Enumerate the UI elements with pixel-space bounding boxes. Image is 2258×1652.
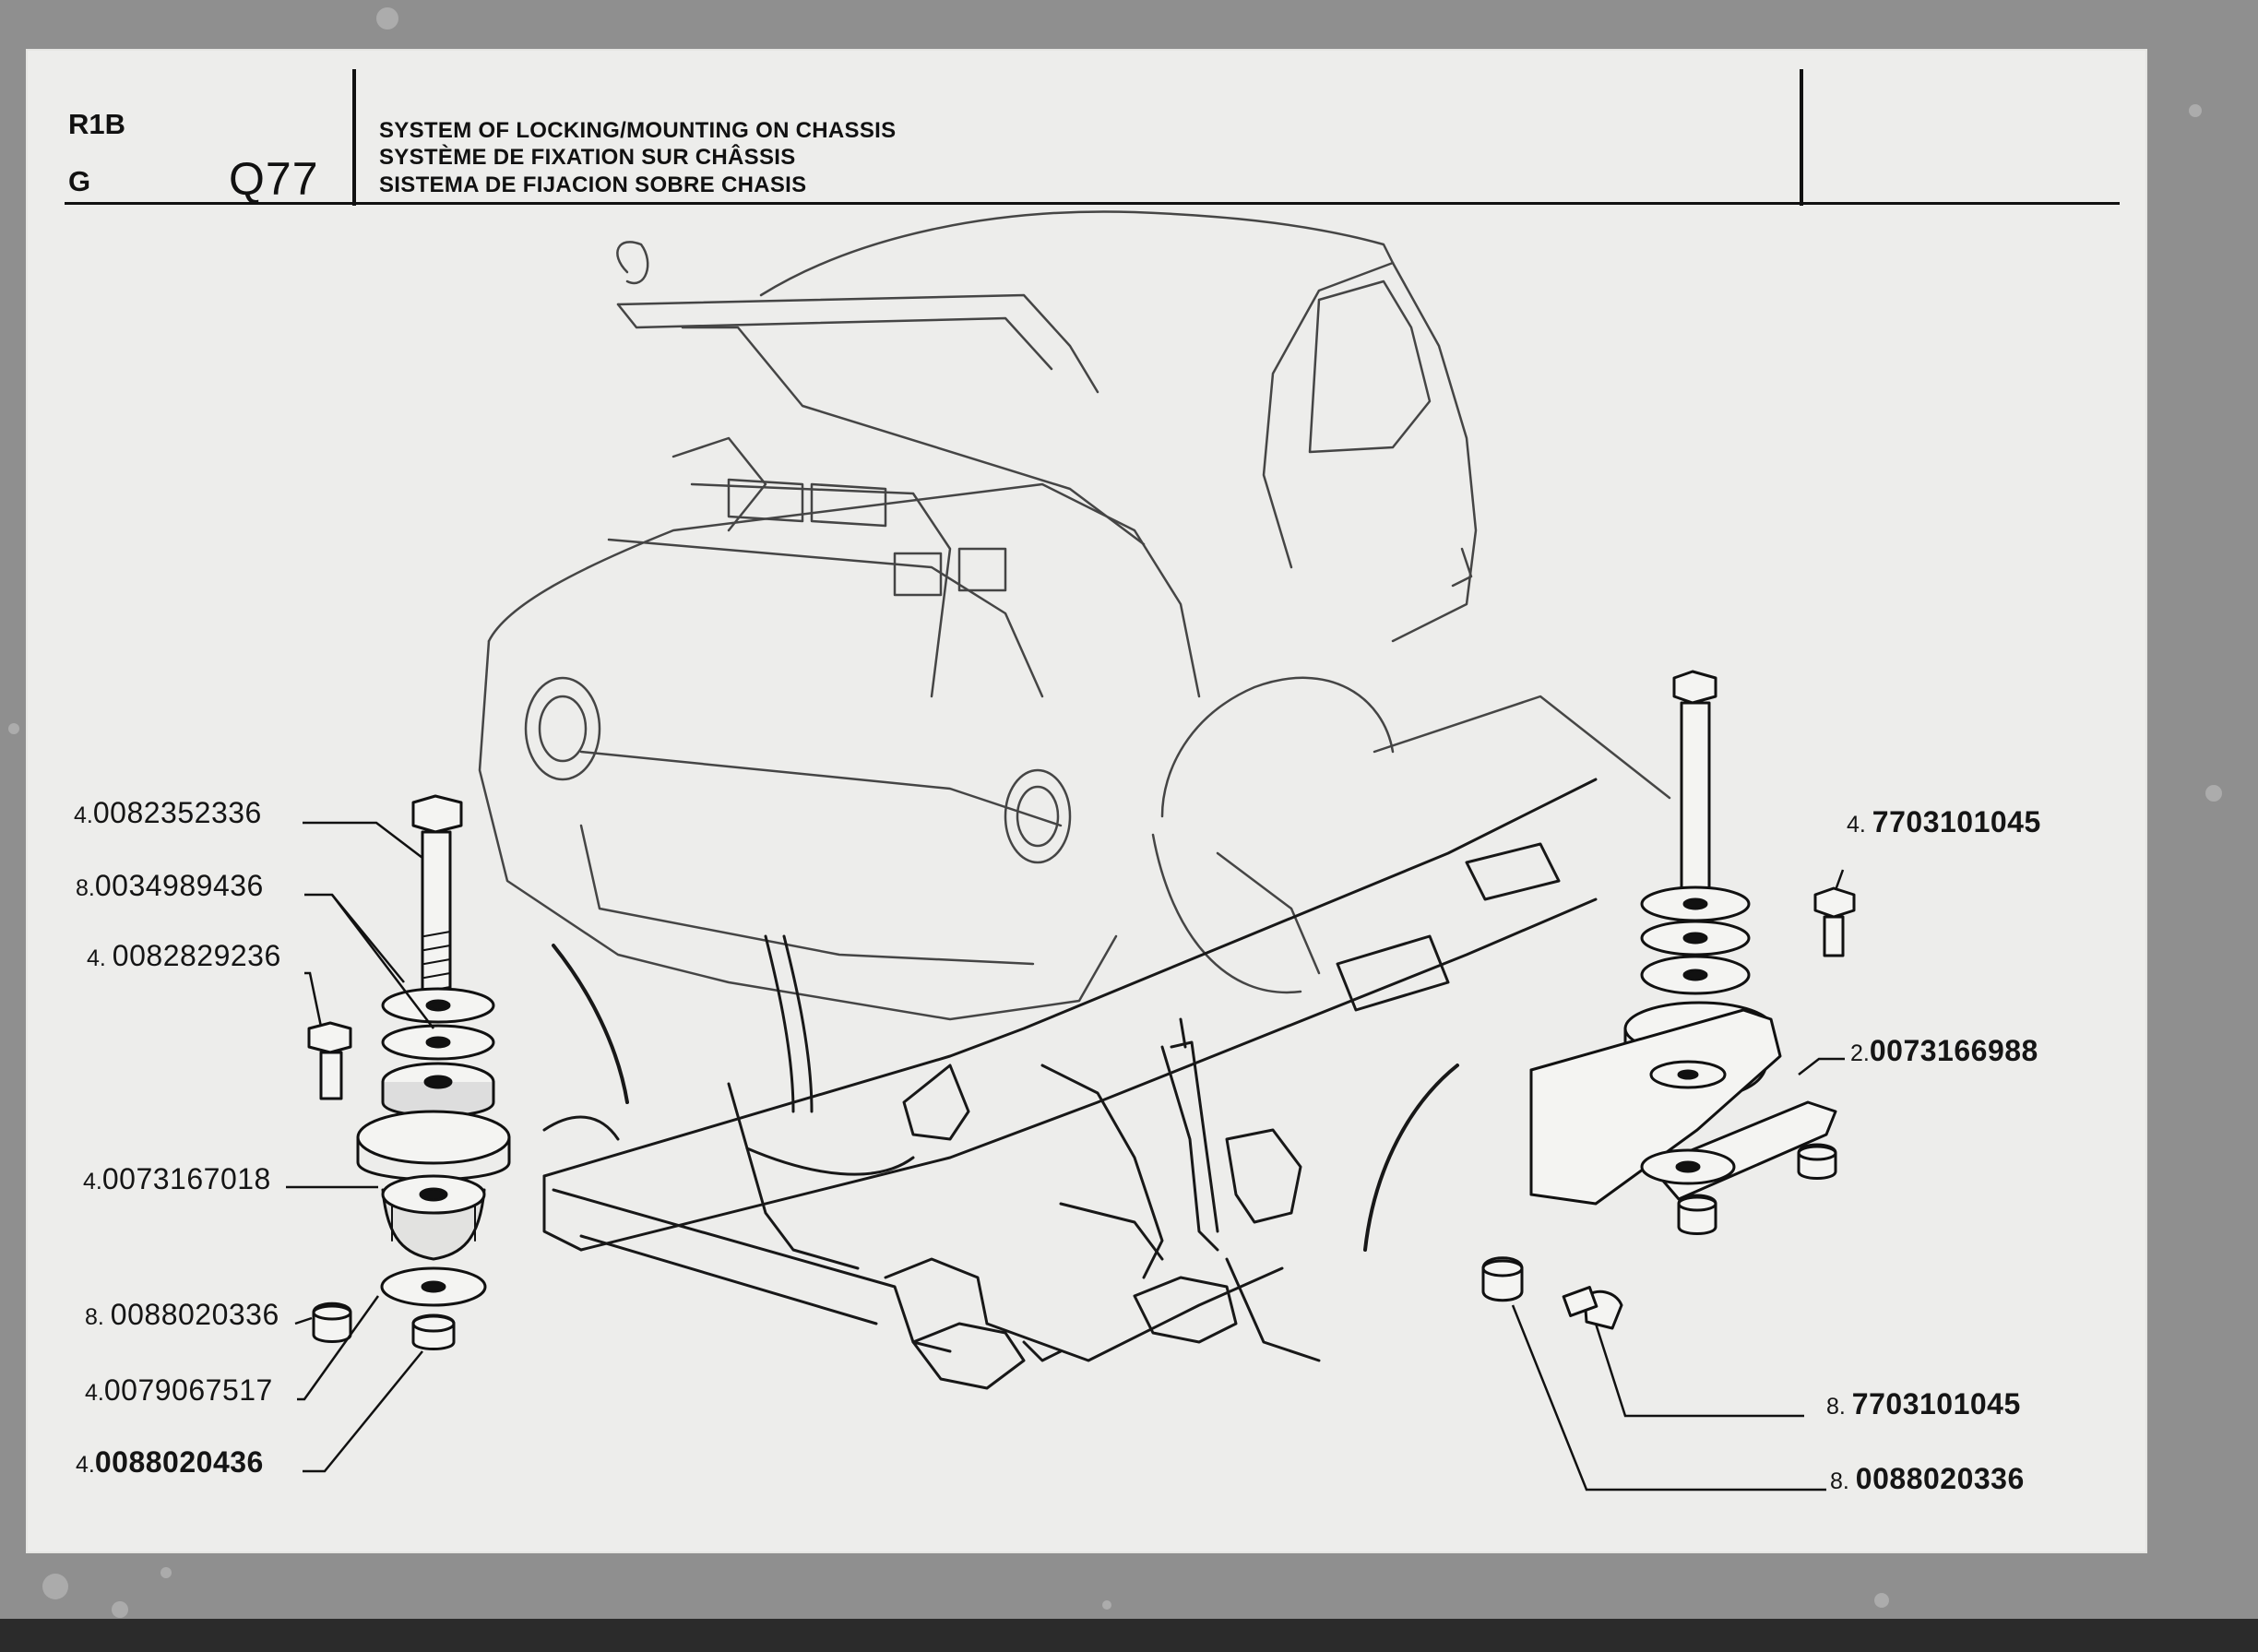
chassis-exploded-diagram [286, 210, 1856, 1492]
page-number: Q77 [229, 153, 319, 205]
right-body-mount-assembly [1481, 670, 1856, 1330]
header-bottom-rule [65, 202, 2120, 205]
callout-right-bracket: 2.0073166988 [1850, 1034, 2038, 1067]
title-spanish: SISTEMA DE FIJACION SOBRE CHASIS [379, 172, 807, 197]
vehicle-body-illustration [478, 210, 1671, 1021]
header-divider-left [352, 69, 356, 206]
callout-left-nut-a: 8. 0088020336 [85, 1298, 279, 1331]
callout-left-bolt: 4.0082352336 [74, 796, 262, 829]
model-code: R1B [68, 108, 126, 140]
parts-catalog-page: R1B G Q77 SYSTEM OF LOCKING/MOUNTING ON … [28, 51, 2145, 1551]
title-french: SYSTÈME DE FIXATION SUR CHÂSSIS [379, 145, 796, 170]
callout-left-lower-washer: 4.0079067517 [85, 1373, 273, 1407]
callout-right-nut: 8. 0088020336 [1830, 1462, 2025, 1495]
chassis-frame-illustration [542, 778, 1598, 1390]
callout-left-nut-b: 4.0088020436 [76, 1445, 264, 1479]
callout-right-screw: 8. 7703101045 [1826, 1387, 2021, 1420]
variant-code: G [68, 165, 91, 197]
title-english: SYSTEM OF LOCKING/MOUNTING ON CHASSIS [379, 118, 897, 143]
callout-left-washers: 8.0034989436 [76, 869, 264, 902]
leader-lines [286, 821, 1845, 1492]
callout-left-small-bolt: 4. 0082829236 [87, 939, 281, 972]
header-divider-right [1800, 69, 1803, 206]
left-body-mount-assembly [307, 794, 511, 1350]
callout-left-rubber-mount: 4.0073167018 [83, 1162, 271, 1195]
callout-right-bolt: 4. 7703101045 [1847, 805, 2041, 838]
